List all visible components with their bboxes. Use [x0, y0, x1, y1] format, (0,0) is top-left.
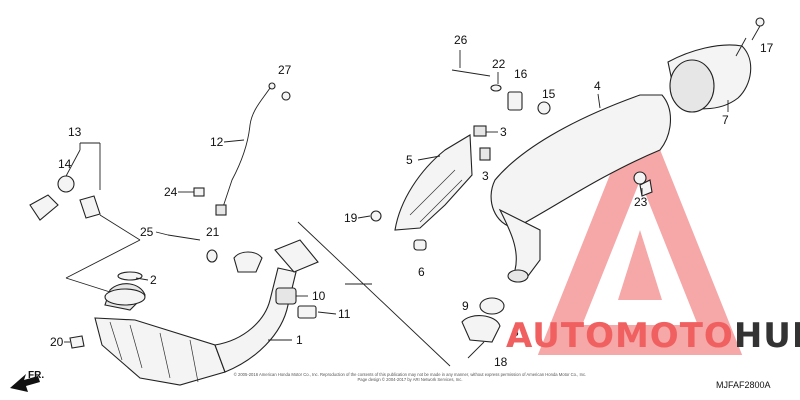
leader-lines — [64, 142, 451, 367]
label-part-12: 12 — [210, 135, 224, 149]
label-part-24: 24 — [164, 185, 178, 199]
label-part-11: 11 — [338, 307, 351, 321]
watermark-part-b: HUB — [733, 316, 800, 356]
label-part-25: 25 — [140, 225, 154, 239]
watermark-triangle — [537, 99, 743, 355]
label-part-6: 6 — [418, 265, 425, 279]
exhaust-pipe-assembly — [94, 239, 319, 386]
watermark-text: AUTOMOTOHUB — [506, 316, 800, 356]
label-part-9: 9 — [462, 299, 469, 313]
label-part-21: 21 — [206, 225, 220, 239]
label-part-17: 17 — [760, 41, 774, 55]
label-part-23: 23 — [634, 195, 648, 209]
muffler-end-cap — [667, 17, 765, 113]
label-part-15: 15 — [542, 87, 556, 101]
muffler — [451, 69, 672, 283]
label-part-5: 5 — [406, 153, 413, 167]
direction-label: FR. — [28, 370, 44, 381]
drawing-code: MJFAF2800A — [716, 380, 771, 390]
label-part-2: 2 — [150, 273, 157, 287]
label-part-19: 19 — [344, 211, 358, 225]
part-labels: 1 2 3 3 4 5 6 7 8 9 10 11 12 13 14 15 16… — [28, 33, 774, 381]
label-part-26: 26 — [454, 33, 468, 47]
label-part-14: 14 — [58, 157, 72, 171]
watermark-part-a: AUTOMOTO — [506, 316, 734, 356]
label-part-20: 20 — [50, 335, 64, 349]
heat-shield — [370, 125, 491, 251]
label-part-13: 13 — [68, 125, 82, 139]
label-part-22: 22 — [492, 57, 506, 71]
label-part-10: 10 — [312, 289, 326, 303]
oxygen-sensor — [29, 82, 291, 221]
label-part-7: 7 — [722, 113, 729, 127]
label-part-27: 27 — [278, 63, 292, 77]
copyright-notice: © 2005-2016 American Honda Motor Co., In… — [233, 372, 587, 382]
label-part-16: 16 — [514, 67, 528, 81]
label-part-3a: 3 — [500, 125, 507, 139]
label-part-4: 4 — [594, 79, 601, 93]
label-part-18: 18 — [494, 355, 508, 369]
callout-leaders — [64, 25, 761, 343]
direction-arrow-icon — [10, 374, 40, 392]
label-part-1: 1 — [296, 333, 303, 347]
lower-clamp — [461, 297, 505, 359]
label-part-3b: 3 — [482, 169, 489, 183]
label-part-8: 8 — [512, 325, 519, 339]
